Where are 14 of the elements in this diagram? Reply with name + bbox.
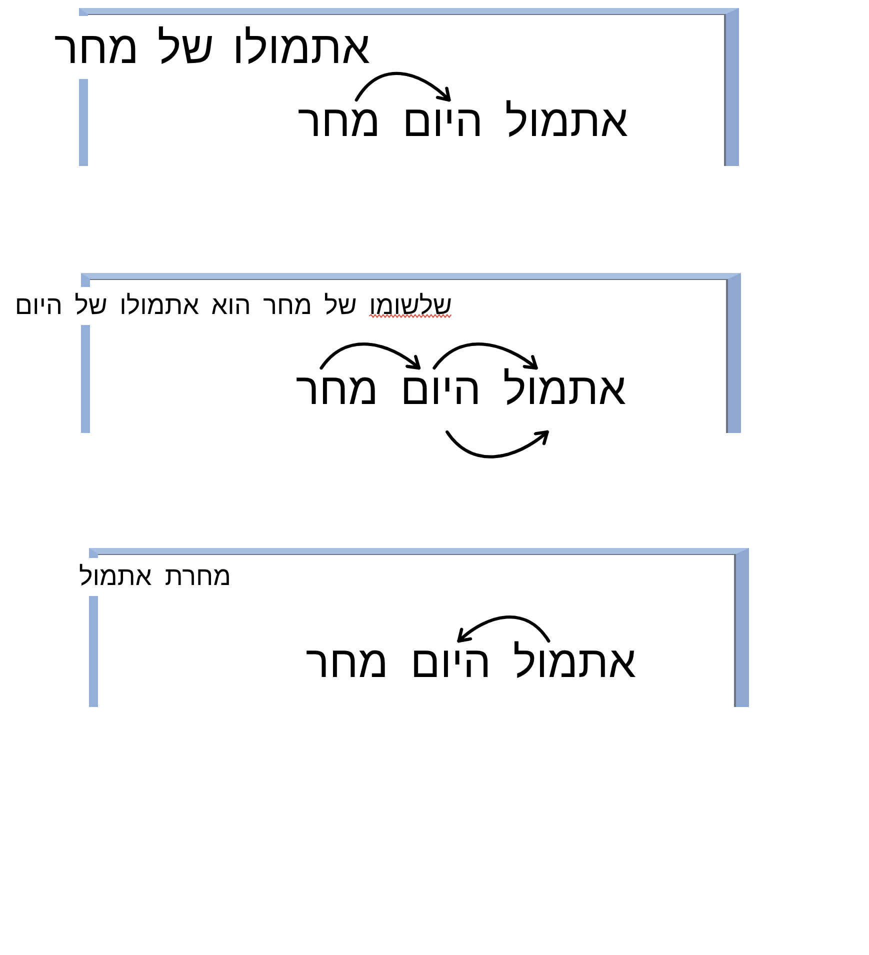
word-text: היום — [400, 368, 481, 432]
word-text: אתמול — [503, 368, 626, 432]
word-text: מחר — [306, 641, 388, 685]
curved-arrow — [446, 430, 549, 458]
word-text: מחר — [298, 100, 380, 144]
curved-arrow — [432, 342, 538, 370]
word-text: היום — [410, 641, 491, 685]
curved-arrow — [320, 342, 421, 370]
word-text: אתמול — [513, 641, 636, 685]
curved-arrow — [457, 616, 550, 643]
curved-arrow — [354, 72, 451, 102]
word-text: היום — [402, 100, 483, 144]
word-text: אתמול — [505, 100, 628, 144]
word-text: מחר — [296, 368, 378, 432]
